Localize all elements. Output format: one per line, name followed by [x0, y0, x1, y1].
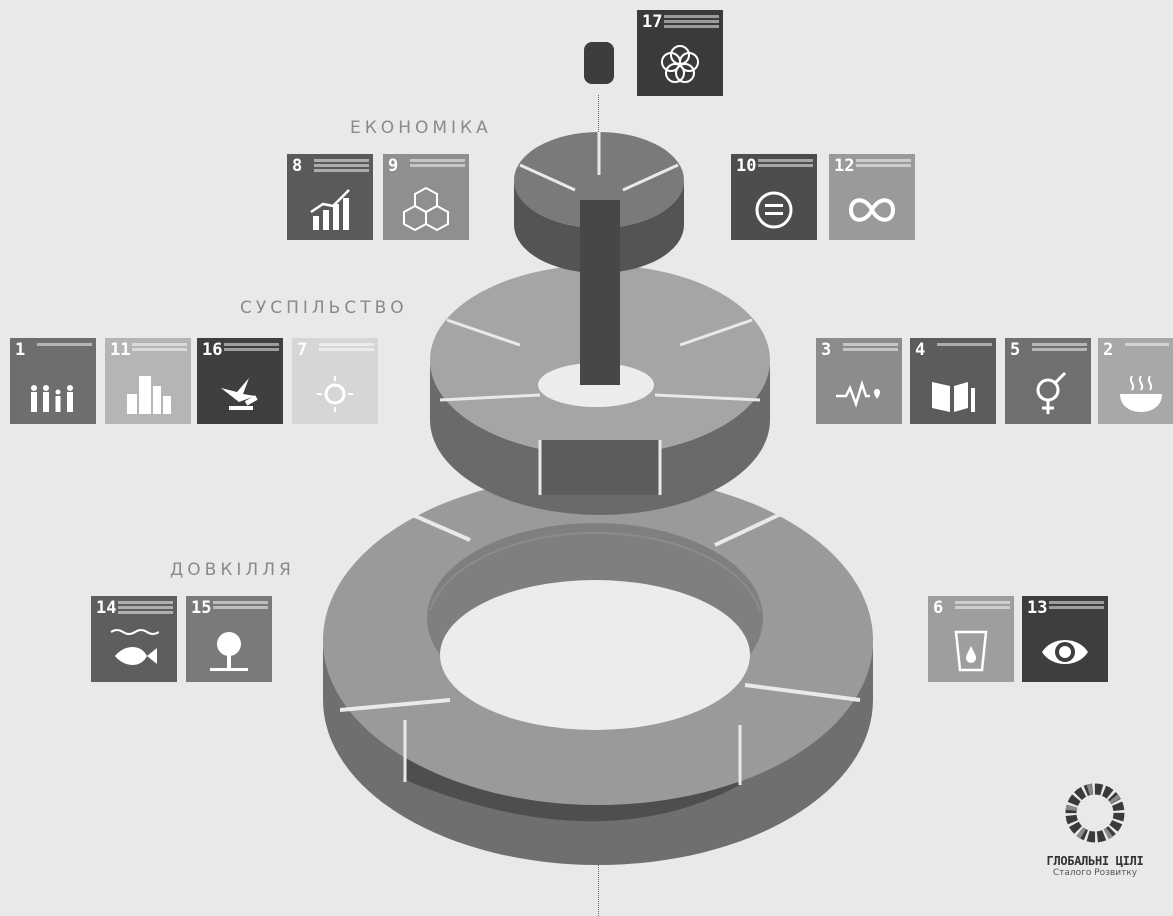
- goal-8-tile: 8: [287, 154, 373, 240]
- economy-core-column: [580, 200, 620, 385]
- goal-9-tile: 9: [383, 154, 469, 240]
- goal-4-tile: 4: [910, 338, 996, 424]
- goal-number: 6: [933, 598, 944, 618]
- environment-title: ДОВКІЛЛЯ: [170, 560, 295, 580]
- goal-number: 8: [292, 156, 303, 176]
- society-title: СУСПІЛЬСТВО: [240, 298, 408, 318]
- heartbeat-icon: [836, 379, 880, 408]
- goal-number: 16: [202, 340, 223, 360]
- city-icon: [127, 376, 171, 414]
- environment-ring-side: [323, 640, 873, 865]
- environment-ring-inner-top: [429, 531, 761, 611]
- goal-11-tile: 11: [105, 338, 191, 424]
- goal-number: 14: [96, 598, 117, 618]
- gender-icon: [1036, 371, 1067, 414]
- flower-rings-icon: [661, 45, 699, 83]
- growth-chart-icon: [310, 189, 350, 230]
- water-drop-icon: [954, 630, 988, 672]
- goal-number: 3: [821, 340, 832, 360]
- goal-12-tile: 12: [829, 154, 915, 240]
- cubes-icon: [403, 186, 449, 232]
- partnership-capsule: [584, 42, 614, 84]
- goal-number: 12: [834, 156, 855, 176]
- goal-number: 4: [915, 340, 926, 360]
- goal-number: 10: [736, 156, 757, 176]
- environment-ring-hole: [440, 580, 750, 730]
- goal-6-tile: 6: [928, 596, 1014, 682]
- goal-3-tile: 3: [816, 338, 902, 424]
- logo-subtitle: Сталого Розвитку: [1052, 868, 1138, 878]
- eye-globe-icon: [1042, 640, 1088, 664]
- goal-2-tile: 2: [1098, 338, 1173, 424]
- fish-icon: [110, 629, 159, 665]
- equality-icon: [755, 191, 793, 229]
- goal-1-tile: 1: [10, 338, 96, 424]
- economy-ring: [514, 132, 684, 385]
- sun-icon: [317, 376, 353, 412]
- logo-title: ГЛОБАЛЬНІ ЦІЛІ: [1046, 854, 1144, 868]
- society-ring-side: [430, 360, 770, 515]
- goal-number: 17: [642, 12, 663, 32]
- goal-17-tile: 17: [637, 10, 723, 96]
- goal-number: 15: [191, 598, 212, 618]
- family-icon: [31, 385, 73, 412]
- economy-title: ЕКОНОМІКА: [350, 118, 492, 138]
- goal-14-tile: 14: [91, 596, 177, 682]
- goal-5-tile: 5: [1005, 338, 1091, 424]
- tree-icon: [210, 632, 248, 671]
- goal-10-tile: 10: [731, 154, 817, 240]
- sdg-wheel-icon: [1065, 783, 1125, 843]
- goal-number: 1: [15, 340, 26, 360]
- goal-number: 9: [388, 156, 399, 176]
- economy-ring-side: [514, 180, 684, 273]
- book-icon: [932, 382, 975, 412]
- goal-number: 5: [1010, 340, 1021, 360]
- infinity-icon: [848, 198, 896, 222]
- economy-ring-top: [514, 132, 684, 228]
- goal-15-tile: 15: [186, 596, 272, 682]
- environment-ring: [323, 475, 873, 865]
- bowl-icon: [1120, 375, 1162, 412]
- goal-16-tile: 16: [197, 338, 283, 424]
- goal-number: 2: [1103, 340, 1114, 360]
- goal-7-tile: 7: [292, 338, 378, 424]
- dove-gavel-icon: [221, 378, 258, 410]
- goal-number: 7: [297, 340, 308, 360]
- goal-number: 13: [1027, 598, 1048, 618]
- global-goals-logo: ГЛОБАЛЬНІ ЦІЛІ Сталого Розвитку: [1040, 780, 1150, 910]
- goal-number: 11: [110, 340, 131, 360]
- goal-13-tile: 13: [1022, 596, 1108, 682]
- society-ring-front-segment: [540, 440, 660, 495]
